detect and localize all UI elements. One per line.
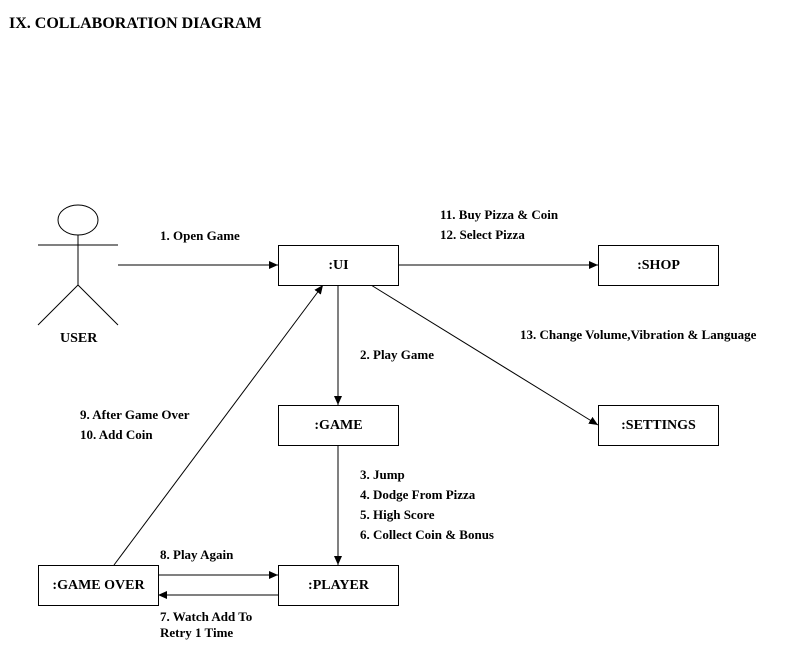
message-after-game-over: 9. After Game Over — [80, 407, 190, 422]
message-play-again: 8. Play Again — [160, 547, 234, 562]
user-actor-label: USER — [60, 331, 98, 346]
message-add-coin: 10. Add Coin — [80, 427, 153, 442]
game-object: :GAME — [278, 405, 399, 446]
message-high-score: 5. High Score — [360, 507, 435, 522]
diagram-title: IX. COLLABORATION DIAGRAM — [9, 15, 262, 32]
arrow-ui-settings — [370, 284, 599, 426]
ui-object: :UI — [278, 245, 399, 286]
message-jump: 3. Jump — [360, 467, 405, 482]
shop-object: :SHOP — [598, 245, 719, 286]
message-watch-ad-line1: 7. Watch Add To — [160, 609, 253, 624]
user-actor-icon — [37, 204, 119, 326]
message-play-game: 2. Play Game — [360, 347, 435, 362]
message-dodge: 4. Dodge From Pizza — [360, 487, 476, 502]
settings-object: :SETTINGS — [598, 405, 719, 446]
arrow-gameover-ui — [113, 284, 324, 566]
message-open-game: 1. Open Game — [160, 228, 240, 243]
message-buy: 11. Buy Pizza & Coin — [440, 207, 559, 222]
message-collect: 6. Collect Coin & Bonus — [360, 527, 494, 542]
message-select-pizza: 12. Select Pizza — [440, 227, 525, 242]
player-object: :PLAYER — [278, 565, 399, 606]
message-settings: 13. Change Volume,Vibration & Language — [520, 327, 757, 342]
game-over-object: :GAME OVER — [38, 565, 159, 606]
message-watch-ad-line2: Retry 1 Time — [160, 625, 234, 640]
